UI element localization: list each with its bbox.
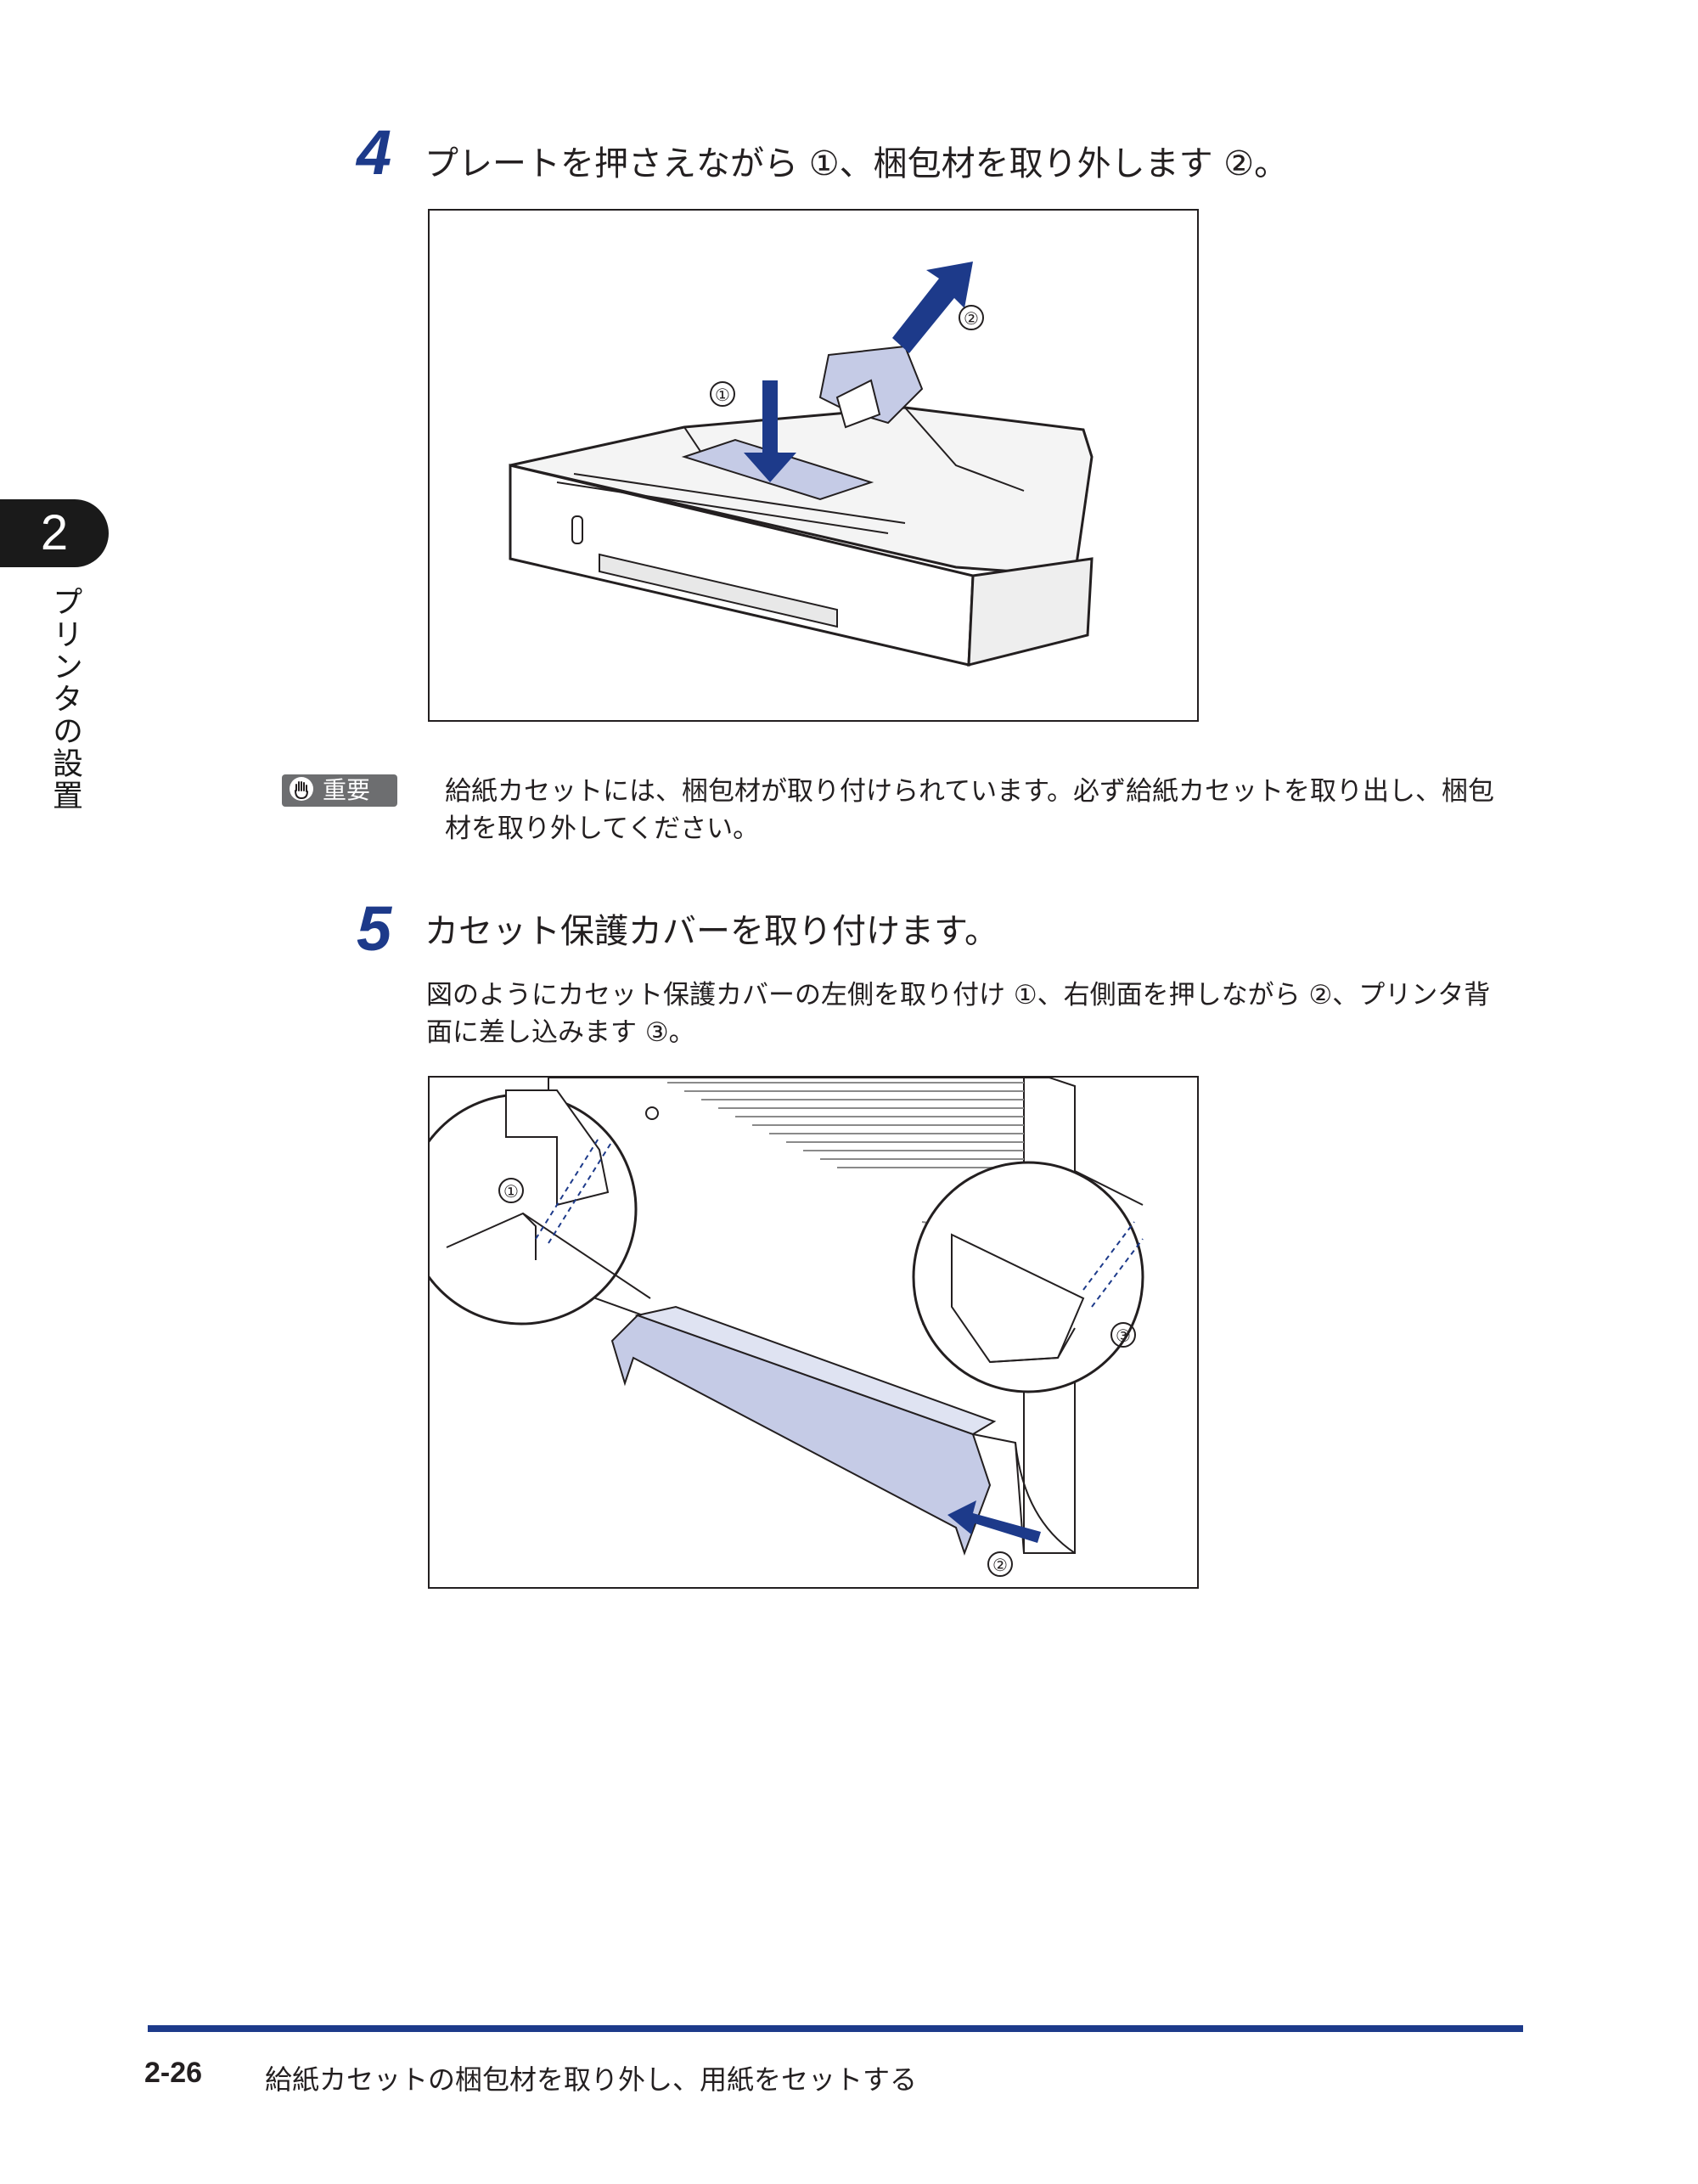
callout-2: ② [992,1555,1008,1575]
step-5-body-line-2: 面に差し込みます ③。 [426,1017,695,1048]
figure-cassette-cover: ① ③ ② [428,1076,1199,1589]
chapter-tab: 2 [0,499,109,567]
step-5-body-line-1: 図のようにカセット保護カバーの左側を取り付け ①、右側面を押しながら ②、プリン… [426,980,1491,1010]
callout-1: ① [503,1181,519,1202]
callout-1: ① [715,385,730,405]
important-badge: 重要 [282,774,397,807]
paper-cassette-illustration: ① ② [509,262,1094,667]
hand-stop-icon [289,776,314,805]
chapter-number: 2 [40,505,69,560]
footer-section-title: 給紙カセットの梱包材を取り外し、用紙をセットする [265,2063,918,2096]
important-text-line-2: 材を取り外してください。 [445,813,760,844]
important-text-line-1: 給紙カセットには、梱包材が取り付けられています。必ず給紙カセットを取り出し、梱包 [445,776,1494,807]
step-4-number: 4 [357,117,392,188]
step-4-title: プレートを押さえながら ①、梱包材を取り外します ②。 [424,144,1289,183]
step-5-title: カセット保護カバーを取り付けます。 [424,912,998,951]
callout-3: ③ [1116,1326,1131,1346]
figure-paper-cassette: ① ② [428,209,1199,722]
step-5-number: 5 [357,893,392,964]
chapter-title: プリンタの設置 [48,586,82,812]
important-label: 重要 [323,776,371,804]
footer-rule [148,2025,1523,2032]
cassette-cover-illustration: ① ③ ② [430,1078,1144,1577]
page-number: 2-26 [144,2057,203,2089]
callout-2: ② [964,308,979,329]
